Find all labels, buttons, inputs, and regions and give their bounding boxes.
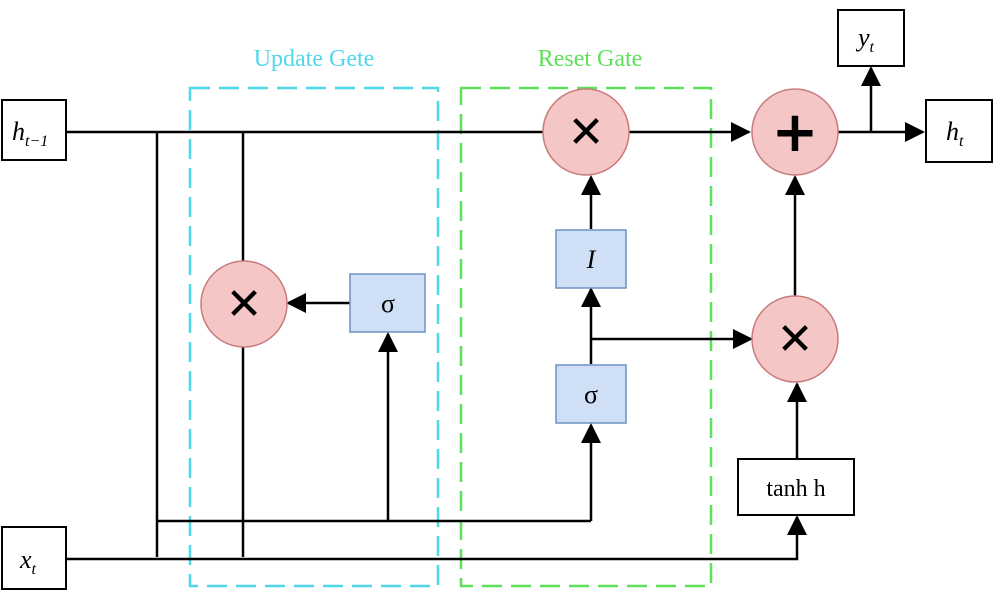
svg-text:xt: xt (19, 545, 37, 578)
add-op: + (751, 88, 839, 176)
plus-icon: + (772, 100, 819, 165)
sigma-update-box: σ (349, 273, 426, 333)
yt-sub: t (870, 39, 875, 56)
update-gate-region (188, 86, 440, 588)
svg-text:ht−1: ht−1 (12, 117, 48, 150)
update-gate-title: Update Gete (254, 46, 375, 72)
reset-gate-region (459, 86, 713, 588)
reset-multiply-op: ✕ (542, 88, 630, 176)
h-prev-base: h (12, 117, 25, 146)
tanh-box: tanh h (737, 458, 855, 516)
sigma-update-label: σ (381, 289, 395, 318)
multiply-icon: ✕ (777, 314, 814, 365)
sigma-reset-box: σ (555, 364, 627, 424)
identity-label: I (586, 245, 597, 274)
yt-base: y (855, 23, 870, 52)
update-multiply-op: ✕ (200, 260, 288, 348)
tanh-label: tanh h (766, 476, 825, 502)
sigma-reset-label: σ (584, 380, 598, 409)
xt-line (66, 515, 807, 561)
ht-sub: t (959, 133, 964, 150)
reset-gate-title: Reset Gate (538, 46, 643, 72)
xt-box: xt (1, 526, 67, 590)
multiply-icon: ✕ (226, 279, 263, 330)
right-multiply-op: ✕ (751, 295, 839, 383)
multiply-icon: ✕ (568, 107, 605, 158)
svg-text:yt: yt (855, 23, 875, 56)
ht-box: ht (925, 99, 993, 163)
xt-base: x (19, 545, 32, 574)
yt-box: yt (837, 9, 905, 67)
ht-base: h (946, 117, 959, 146)
h-prev-sub: t−1 (25, 133, 48, 150)
connections (66, 66, 925, 561)
xt-sub: t (32, 561, 37, 578)
svg-text:ht: ht (946, 117, 964, 150)
identity-box: I (555, 229, 627, 289)
h-prev-box: ht−1 (1, 99, 67, 161)
